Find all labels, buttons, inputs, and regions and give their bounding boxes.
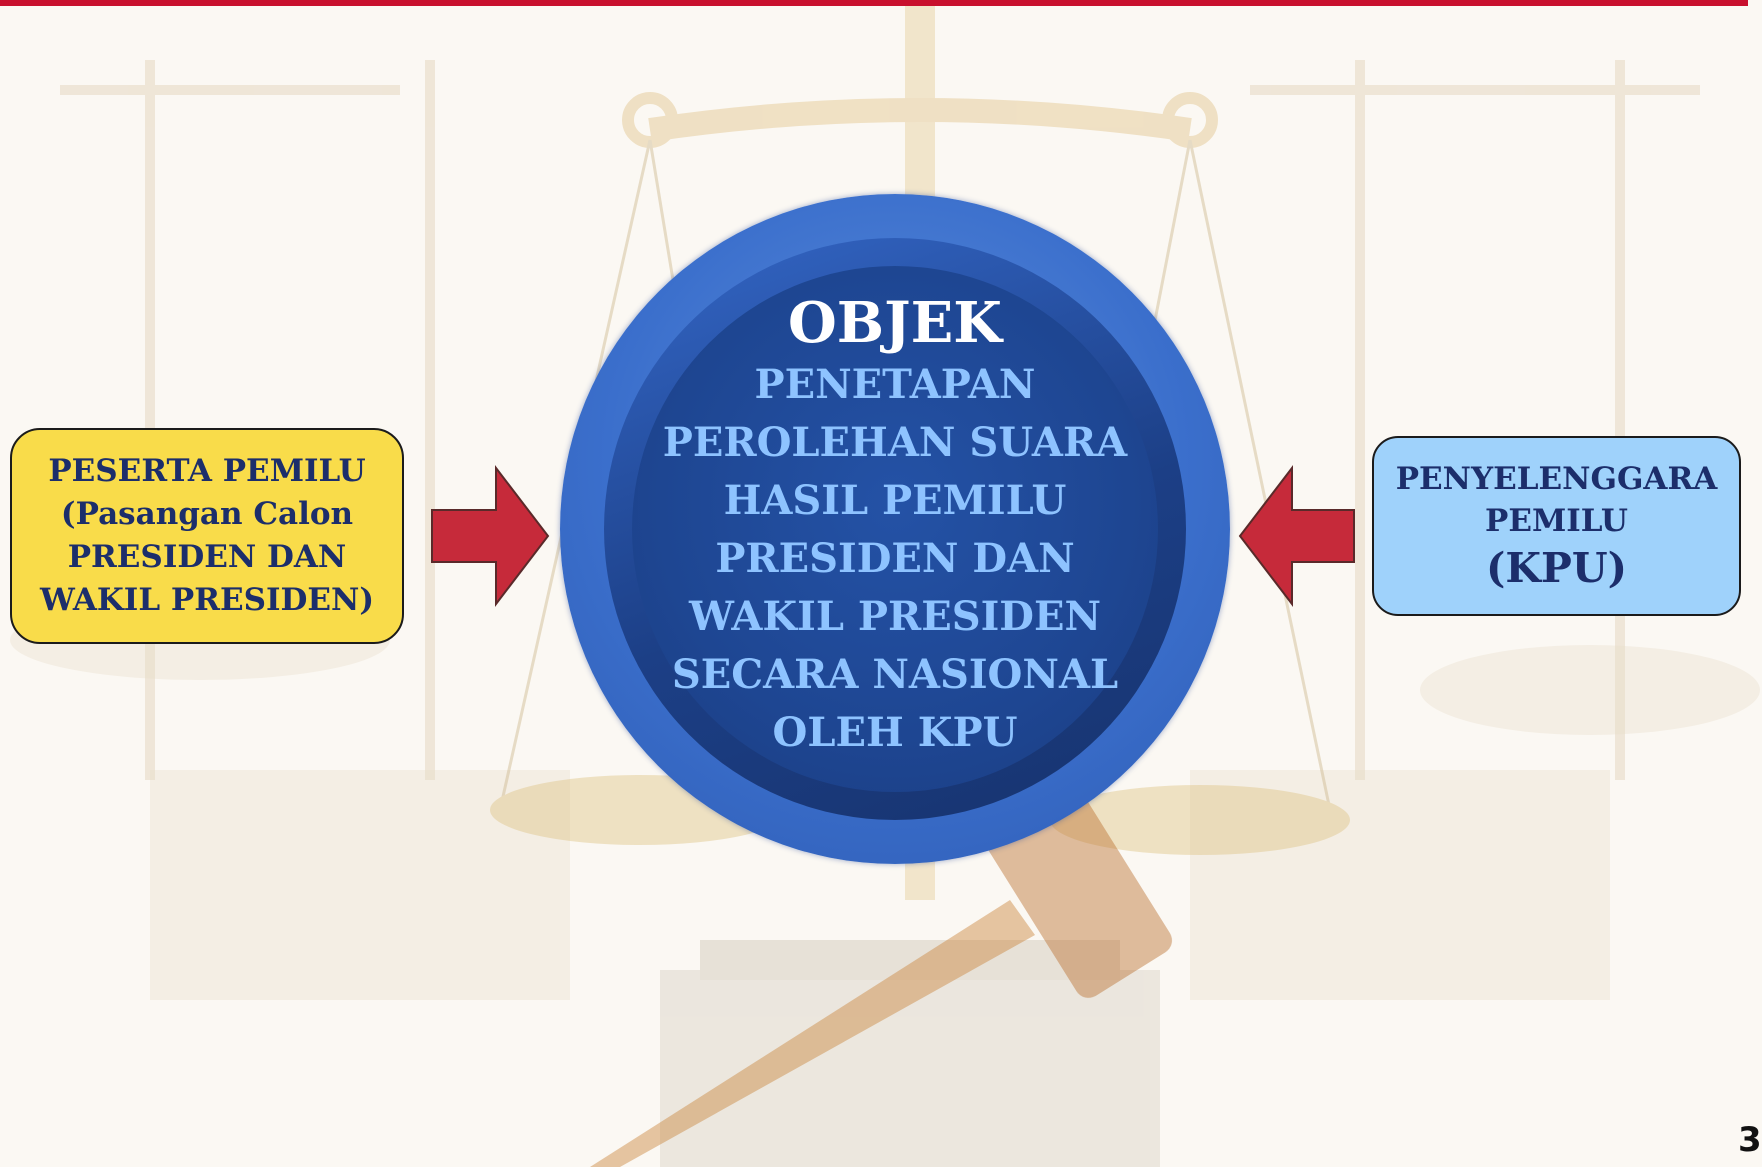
participant-line-3: PRESIDEN DAN xyxy=(67,539,347,575)
right-arrow-icon xyxy=(431,465,550,607)
circle-line-4: PRESIDEN DAN xyxy=(715,535,1075,582)
participant-line-2: (Pasangan Calon xyxy=(60,496,354,532)
circle-line-2: PEROLEHAN SUARA xyxy=(662,419,1128,466)
participant-line-1: PESERTA PEMILU xyxy=(48,453,366,489)
circle-line-3: HASIL PEMILU xyxy=(723,477,1067,524)
circle-text-block: OBJEK PENETAPAN PEROLEHAN SUARA HASIL PE… xyxy=(560,194,1230,864)
object-circle: OBJEK PENETAPAN PEROLEHAN SUARA HASIL PE… xyxy=(560,194,1230,864)
circle-inner-disc xyxy=(632,266,1158,792)
page-number: 3 xyxy=(1738,1120,1762,1160)
circle-line-1: PENETAPAN xyxy=(754,361,1036,408)
circle-title: OBJEK xyxy=(788,290,1002,356)
circle-line-5: WAKIL PRESIDEN xyxy=(688,593,1102,640)
circle-line-7: OLEH KPU xyxy=(772,709,1018,756)
left-arrow-icon xyxy=(1238,465,1355,607)
top-accent-bar xyxy=(0,0,1748,6)
circle-line-6: SECARA NASIONAL xyxy=(671,651,1119,698)
participant-line-4: WAKIL PRESIDEN) xyxy=(39,582,375,618)
organizer-box: PENYELENGGARA PEMILU (KPU) xyxy=(1372,436,1741,616)
organizer-line-2: PEMILU xyxy=(1485,503,1628,539)
participant-box: PESERTA PEMILU (Pasangan Calon PRESIDEN … xyxy=(10,428,404,644)
organizer-line-3: (KPU) xyxy=(1485,544,1628,592)
organizer-line-1: PENYELENGGARA xyxy=(1395,461,1718,497)
